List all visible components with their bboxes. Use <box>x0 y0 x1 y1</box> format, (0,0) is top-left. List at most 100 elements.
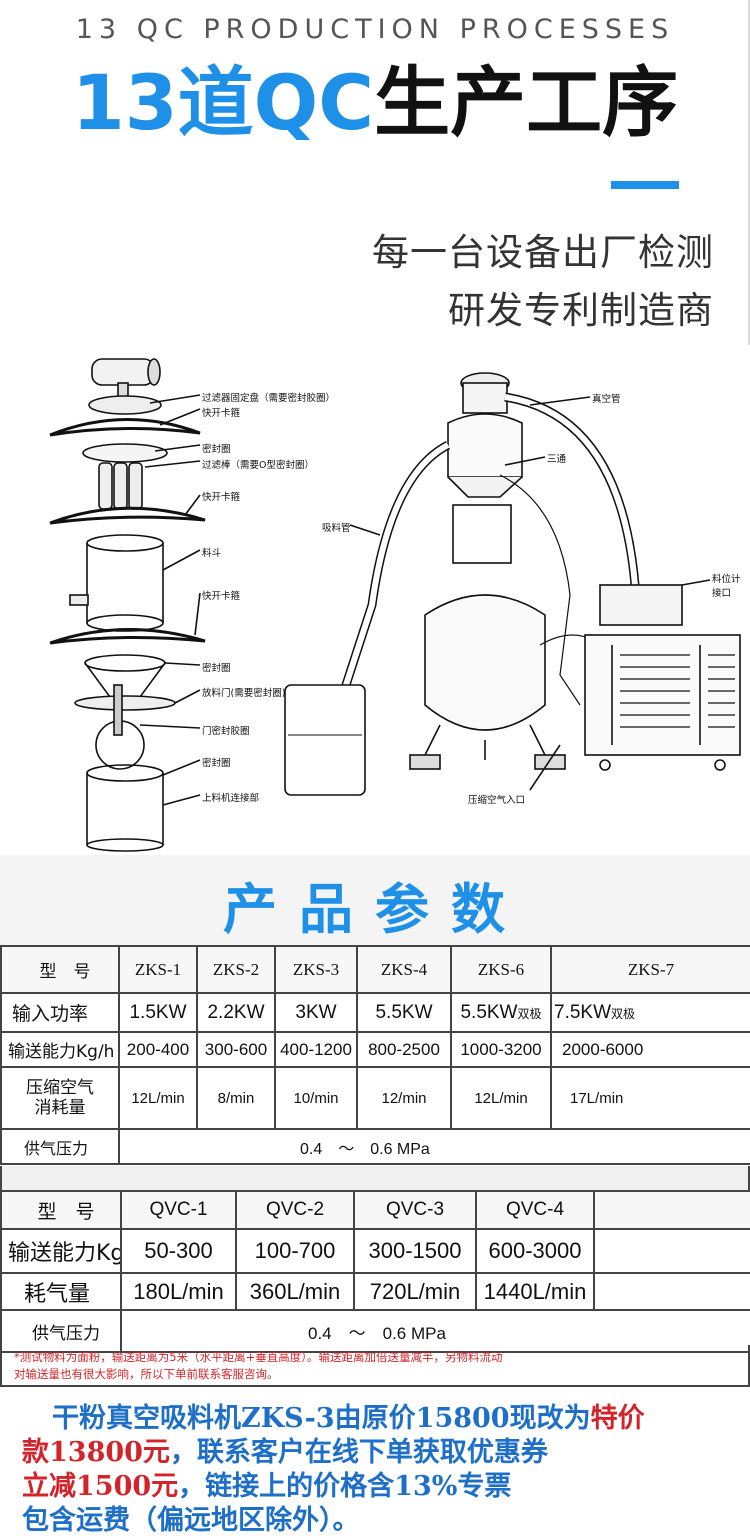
table-row: 供气压力 0.4 ～ 0.6 MPa <box>0 1309 750 1353</box>
headline-main: 生产工序 <box>374 58 679 147</box>
promo-highlight: 立减1500元 <box>22 1471 179 1502</box>
pressure-label: 供气压力 <box>0 1309 122 1353</box>
label-seal-ring-2: 密封圈 <box>202 663 231 674</box>
table-row: 输送能力Kg/h 50-300 100-700 300-1500 600-300… <box>0 1228 750 1274</box>
pressure-cell: 0.4 ～ 0.6 MPa <box>118 1128 750 1165</box>
capacity-cell: 50-300 <box>120 1228 237 1274</box>
air-cell: 12L/min <box>450 1066 552 1130</box>
empty-cell <box>593 1272 750 1311</box>
model-cell: ZKS-4 <box>356 945 452 994</box>
capacity-cell: 300-600 <box>196 1031 276 1068</box>
air-cell: 360L/min <box>235 1272 355 1311</box>
empty-cell <box>593 1190 750 1230</box>
table-row: 型 号 QVC-1 QVC-2 QVC-3 QVC-4 <box>0 1190 750 1230</box>
capacity-label: 输送能力Kg/h <box>0 1228 122 1274</box>
headline-accent: 13道QC <box>71 58 375 147</box>
params-title: 产品参数 <box>223 878 527 941</box>
promo-line-2: 款13800元，联系客户在线下单获取优惠券 <box>22 1436 548 1470</box>
power-label: 输入功率 <box>0 992 120 1033</box>
label-hopper: 料斗 <box>202 548 222 559</box>
capacity-cell: 100-700 <box>235 1228 355 1274</box>
model-cell: ZKS-3 <box>274 945 358 994</box>
diagram-drawing <box>49 358 741 852</box>
promo-text: ，联系客户在线下单获取优惠券 <box>169 1437 548 1468</box>
air-cell: 12/min <box>356 1066 452 1130</box>
table-row: 输送能力Kg/h 200-400 300-600 400-1200 800-25… <box>0 1031 750 1068</box>
model-cell: ZKS-2 <box>196 945 276 994</box>
air-label: 耗气量 <box>0 1272 122 1311</box>
label-air-inlet: 压缩空气入口 <box>468 795 526 806</box>
test-note: *测试物料为面粉，输送距离为5米（水平距离+垂直高度）。输送距离加倍送量减半，另… <box>0 1345 750 1387</box>
table-row: 型 号 ZKS-1 ZKS-2 ZKS-3 ZKS-4 ZKS-6 ZKS-7 <box>0 945 750 994</box>
air-cell: 8/min <box>196 1066 276 1130</box>
label-door-seal: 门密封胶圈 <box>202 726 250 737</box>
label-seal-ring-3: 密封圈 <box>202 758 231 769</box>
table-spacer <box>0 1166 750 1190</box>
promo-line-1: 干粉真空吸料机ZKS-3由原价15800现改为特价 <box>52 1402 645 1436</box>
table-row: 耗气量 180L/min 360L/min 720L/min 1440L/min <box>0 1272 750 1311</box>
power-suffix: 双极 <box>517 1006 542 1021</box>
label-feeder-joint: 上料机连接部 <box>202 793 260 804</box>
capacity-cell: 1000-3200 <box>450 1031 552 1068</box>
model-cell: ZKS-6 <box>450 945 552 994</box>
air-cell: 12L/min <box>118 1066 198 1130</box>
air-cell: 180L/min <box>120 1272 237 1311</box>
pressure-cell: 0.4 ～ 0.6 MPa <box>120 1309 750 1353</box>
page-headline: 13道QC生产工序 <box>0 58 750 148</box>
power-cell: 2.2KW <box>196 992 276 1033</box>
capacity-cell: 400-1200 <box>274 1031 358 1068</box>
note-line-1: *测试物料为面粉，输送距离为5米（水平距离+垂直高度）。输送距离加倍送量减半，另… <box>14 1350 503 1364</box>
power-cell: 5.5KW双极 <box>450 992 552 1033</box>
model-cell: QVC-2 <box>235 1190 355 1230</box>
hero-header: 13 QC PRODUCTION PROCESSES 13道QC生产工序 每一台… <box>0 0 750 345</box>
tagline-inspection: 每一台设备出厂检测 <box>372 231 714 274</box>
model-cell: QVC-1 <box>120 1190 237 1230</box>
edge-rule <box>748 0 750 345</box>
accent-bar <box>611 181 679 189</box>
power-suffix: 双极 <box>611 1006 636 1021</box>
label-quick-clamp-2: 快开卡箍 <box>202 492 241 503</box>
empty-cell <box>593 1228 750 1274</box>
air-label: 压缩空气 消耗量 <box>0 1066 120 1130</box>
air-label-line-1: 压缩空气 <box>26 1078 94 1098</box>
capacity-label: 输送能力Kg/h <box>0 1031 120 1068</box>
promo-line-4: 包含运费（偏远地区除外）。 <box>22 1505 360 1536</box>
pressure-label: 供气压力 <box>0 1128 120 1165</box>
promo-line-3: 立减1500元，链接上的价格含13%专票 <box>22 1470 511 1504</box>
promo-text: 干粉真空吸料机ZKS-3由原价15800现改为 <box>52 1403 591 1434</box>
power-value: 7.5KW <box>554 1001 612 1023</box>
model-header: 型 号 <box>0 1190 122 1230</box>
model-cell: QVC-3 <box>353 1190 477 1230</box>
promo-section: 干粉真空吸料机ZKS-3由原价15800现改为特价 款13800元，联系客户在线… <box>0 1392 750 1539</box>
zks-spec-table: 型 号 ZKS-1 ZKS-2 ZKS-3 ZKS-4 ZKS-6 ZKS-7 … <box>0 945 750 1165</box>
label-level-meter: 料位计 <box>712 574 741 585</box>
promo-text: ，链接上的价格含13%专票 <box>178 1471 512 1502</box>
air-cell: 10/min <box>274 1066 358 1130</box>
capacity-cell: 200-400 <box>118 1031 198 1068</box>
air-label-line-2: 消耗量 <box>34 1098 86 1118</box>
promo-highlight: 款13800元 <box>22 1437 170 1468</box>
label-quick-clamp-1: 快开卡箍 <box>202 408 241 419</box>
label-level-meter-port: 接口 <box>712 588 732 599</box>
promo-highlight: 特价 <box>590 1403 645 1434</box>
table-row: 供气压力 0.4 ～ 0.6 MPa <box>0 1128 750 1165</box>
air-cell: 17L/min <box>550 1066 750 1130</box>
capacity-cell: 600-3000 <box>475 1228 595 1274</box>
params-band: 产品参数 <box>0 855 750 945</box>
label-seal-ring-1: 密封圈 <box>202 444 231 455</box>
label-quick-clamp-3: 快开卡箍 <box>202 591 241 602</box>
eyebrow-text: 13 QC PRODUCTION PROCESSES <box>75 14 675 45</box>
power-cell: 5.5KW <box>356 992 452 1033</box>
capacity-cell: 800-2500 <box>356 1031 452 1068</box>
power-cell: 3KW <box>274 992 358 1033</box>
power-cell: 1.5KW <box>118 992 198 1033</box>
label-vacuum-pipe: 真空管 <box>592 394 621 405</box>
air-cell: 1440L/min <box>475 1272 595 1311</box>
capacity-cell: 2000-6000 <box>550 1031 750 1068</box>
model-cell: ZKS-1 <box>118 945 198 994</box>
air-cell: 720L/min <box>353 1272 477 1311</box>
power-value: 5.5KW <box>460 1001 518 1023</box>
label-tee: 三通 <box>547 454 567 465</box>
model-header: 型 号 <box>0 945 120 994</box>
note-line-2: 对输送量也有很大影响，所以下单前联系客服咨询。 <box>14 1367 279 1381</box>
